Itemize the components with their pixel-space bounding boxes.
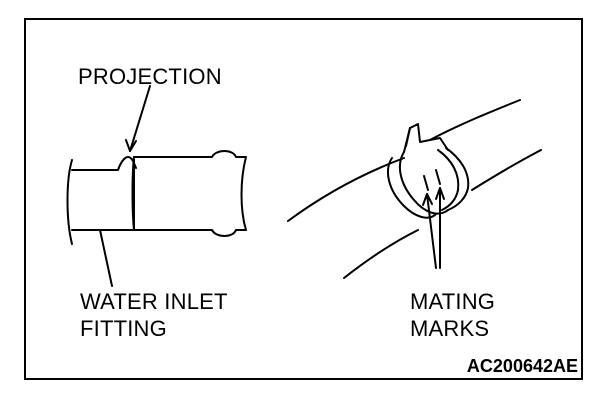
hose-clamp-illustration (287, 99, 542, 279)
hose-outline (133, 150, 247, 237)
water-inlet-label-line2: FITTING (80, 316, 167, 341)
mating-arrow-2 (435, 187, 445, 200)
clamp-tab-lip (405, 127, 411, 147)
mating-mark-pipe (435, 169, 441, 185)
projection-label: PROJECTION (78, 64, 222, 89)
clamp-band-rear (398, 151, 449, 215)
hose-left-bottom-line (343, 229, 419, 279)
figure-code: AC200642AE (466, 356, 578, 376)
clamp-band-right (445, 147, 470, 211)
hose-top-line (287, 157, 405, 222)
projection-leader (129, 85, 151, 152)
water-inlet-fitting-illustration (66, 85, 247, 287)
mating-arrow-1 (422, 193, 433, 206)
water-inlet-label: WATER INLET (80, 289, 228, 314)
mating-leader-1 (426, 193, 437, 269)
mating-marks-label: MATING (410, 289, 496, 314)
clamp-band-right-inner (437, 149, 460, 211)
mating-marks-label-line2: MARKS (410, 316, 490, 341)
mating-mark-hose (423, 175, 429, 191)
water-inlet-leader (99, 229, 113, 287)
diagram-border (24, 18, 583, 380)
clamp-band-front (387, 157, 437, 219)
hose-end-edge (131, 156, 135, 231)
fitting-pipe-end (66, 159, 73, 245)
fitting-pipe-top (71, 156, 137, 171)
projection-arrow (125, 139, 137, 152)
pipe-top-line (429, 99, 521, 141)
pipe-bottom-line (471, 149, 542, 191)
